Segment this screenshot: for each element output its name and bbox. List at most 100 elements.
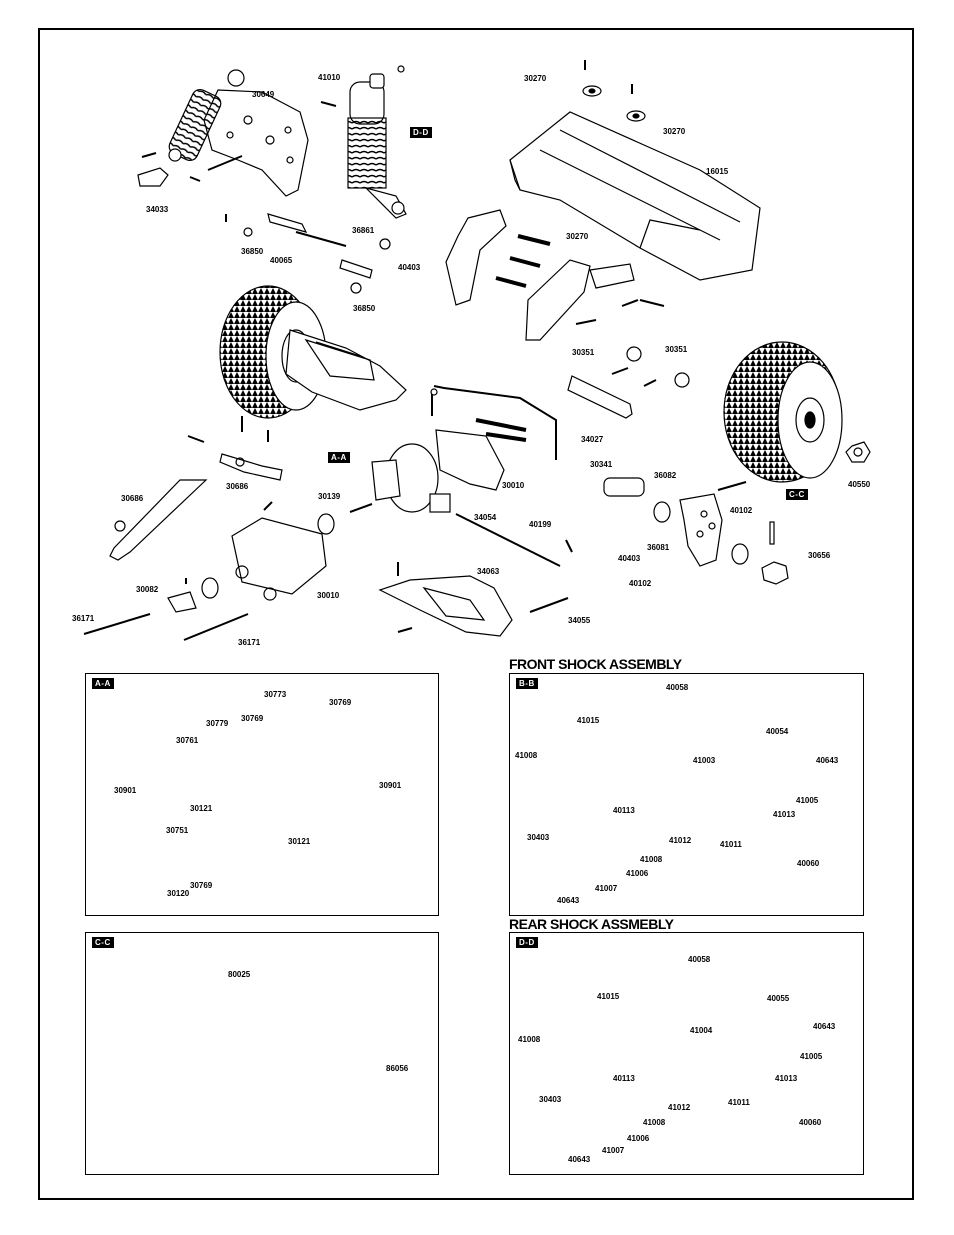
small-parts-top [369, 65, 405, 250]
rear-right-wheel [723, 341, 843, 483]
part-number: 30901 [114, 786, 137, 795]
part-number: 41003 [693, 756, 716, 765]
misc-screws-middle [185, 416, 573, 633]
part-number: 30751 [166, 826, 189, 835]
front-bulkhead [167, 513, 335, 613]
part-number: 40403 [398, 263, 421, 272]
part-number: 30649 [252, 90, 275, 99]
part-number: 40199 [529, 520, 552, 529]
part-number: 34063 [477, 567, 500, 576]
part-number: 41011 [720, 840, 742, 849]
part-number: 30270 [524, 74, 547, 83]
part-number: 30139 [318, 492, 341, 501]
wheel-nut [845, 441, 871, 463]
rear-toe-links [567, 346, 690, 419]
wing-buttons [582, 60, 646, 122]
part-number: 30761 [176, 736, 199, 745]
part-number: 30779 [206, 719, 229, 728]
part-number: 30769 [329, 698, 352, 707]
part-number: 40643 [816, 756, 839, 765]
differential-assembly [371, 418, 527, 513]
part-number: 41011 [728, 1098, 750, 1107]
part-number: 41005 [796, 796, 819, 805]
drive-shafts [83, 503, 569, 641]
part-number: 41015 [597, 992, 620, 1001]
front-shock-heading: FRONT SHOCK ASSEMBLY [509, 656, 682, 672]
front-suspension-arm [285, 329, 407, 411]
part-number: 30121 [288, 837, 311, 846]
part-number: 41004 [690, 1026, 713, 1035]
part-number: 40065 [270, 256, 293, 265]
steering-plate [219, 453, 283, 481]
part-number: 30769 [190, 881, 213, 890]
part-number: 41005 [800, 1052, 823, 1061]
part-number: 41012 [669, 836, 692, 845]
part-number: 40113 [613, 806, 635, 815]
part-number: 41006 [626, 869, 649, 878]
part-number: 41013 [773, 810, 796, 819]
part-number: 30010 [502, 481, 525, 490]
part-number: 40055 [767, 994, 790, 1003]
inset-tag-aa: A-A [92, 678, 114, 689]
part-number: 30686 [226, 482, 249, 491]
part-number: 30773 [264, 690, 287, 699]
part-number: 36081 [647, 543, 670, 552]
part-number: 30351 [665, 345, 688, 354]
part-number: 41008 [515, 751, 538, 760]
part-number: 40643 [568, 1155, 591, 1164]
front-shock-tower [203, 89, 309, 197]
part-number: 30121 [190, 804, 213, 813]
screws-top-left [141, 101, 347, 247]
inset-dd: D-D [509, 932, 864, 1175]
part-number: 36082 [654, 471, 677, 480]
part-number: 41008 [640, 855, 663, 864]
inset-aa: A-A [85, 673, 439, 916]
servo-saver-arm [109, 479, 208, 561]
part-number: 30769 [241, 714, 264, 723]
part-number: 41015 [577, 716, 600, 725]
rear-shock-body [347, 81, 407, 219]
part-number: 34027 [581, 435, 604, 444]
part-number: 30341 [590, 460, 613, 469]
part-number: 30010 [317, 591, 340, 600]
part-number: 30120 [167, 889, 190, 898]
page-border [38, 28, 914, 1200]
part-number: 30270 [566, 232, 589, 241]
part-number: 40058 [688, 955, 711, 964]
inset-cc: C-C [85, 932, 439, 1175]
part-number: 34054 [474, 513, 497, 522]
sway-bar [430, 385, 557, 460]
part-number: 41007 [595, 884, 618, 893]
part-number: 30901 [379, 781, 402, 790]
callout-tag-cc: C-C [786, 489, 808, 500]
part-number: 30351 [572, 348, 595, 357]
part-number: 30082 [136, 585, 159, 594]
part-number: 36861 [352, 226, 375, 235]
inset-bb: B-B [509, 673, 864, 916]
part-number: 34055 [568, 616, 591, 625]
part-number: 30270 [663, 127, 686, 136]
part-number: 41010 [318, 73, 341, 82]
part-number: 40054 [766, 727, 789, 736]
part-number: 41006 [627, 1134, 650, 1143]
part-number: 40403 [618, 554, 641, 563]
part-number: 30403 [539, 1095, 562, 1104]
part-number: 40102 [730, 506, 753, 515]
callout-tag-dd: D-D [410, 127, 432, 138]
front-shock-body [168, 69, 245, 162]
part-number: 36171 [72, 614, 95, 623]
inset-tag-bb: B-B [516, 678, 538, 689]
part-number: 40102 [629, 579, 652, 588]
part-number: 30403 [527, 833, 550, 842]
part-number: 36850 [353, 304, 376, 313]
part-number: 40550 [848, 480, 871, 489]
callout-tag-aa: A-A [328, 452, 350, 463]
part-number: 86056 [386, 1064, 409, 1073]
rear-suspension-arm [378, 575, 513, 637]
part-number: 41013 [775, 1074, 798, 1083]
part-number: 36171 [238, 638, 261, 647]
part-number: 30656 [808, 551, 831, 560]
inset-tag-dd: D-D [516, 937, 538, 948]
part-number: 40643 [557, 896, 580, 905]
part-number: 40060 [797, 859, 820, 868]
